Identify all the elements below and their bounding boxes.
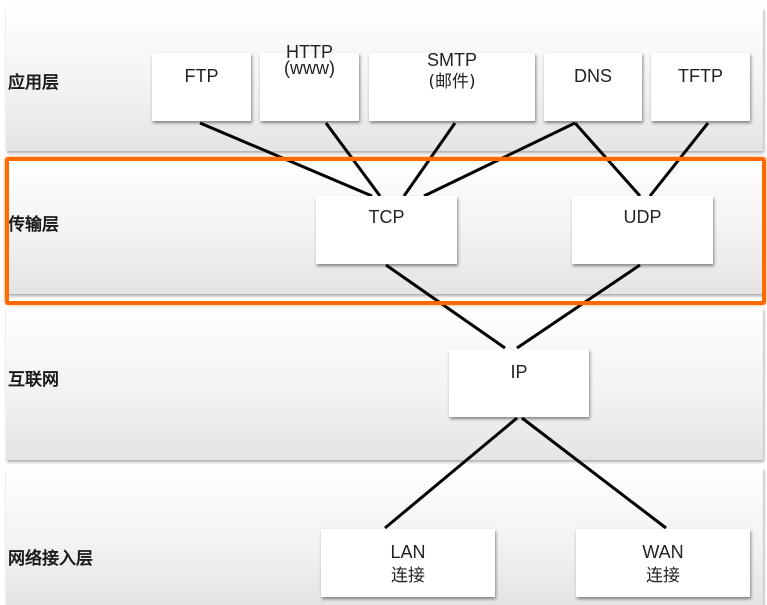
application-layer-label: 应用层 [8, 73, 59, 93]
smtp-label: SMTP [426, 50, 477, 70]
tftp-box: TFTP [651, 53, 750, 121]
udp-label: UDP [623, 207, 662, 227]
http-label: HTTP [286, 42, 333, 62]
dns-udp-line [573, 122, 642, 197]
dns-box: DNS [544, 53, 642, 121]
udp-ip-line [516, 263, 641, 350]
smtp-mail-label: (邮件) [428, 72, 476, 92]
internet-layer-label: 互联网 [8, 370, 59, 390]
ftp-tcp-line [199, 121, 373, 198]
network-access-layer-label: 网络接入层 [8, 549, 93, 569]
lan-connection-label: 连接 [391, 566, 425, 586]
ip-label: IP [510, 362, 528, 382]
tftp-udp-line [648, 122, 710, 197]
udp-box: UDP [572, 196, 713, 264]
tcp-label: TCP [368, 207, 405, 227]
lan-box: LAN 连接 [321, 529, 495, 597]
transport-layer-label: 传输层 [8, 215, 59, 235]
http-tcp-line [324, 122, 382, 197]
wan-label: WAN [642, 542, 684, 562]
dns-label: DNS [573, 66, 612, 86]
ip-wan-line [521, 416, 667, 530]
internet-layer-band [6, 308, 763, 460]
tftp-label: TFTP [678, 66, 723, 86]
tcp-box: TCP [316, 196, 457, 264]
lan-label: LAN [390, 542, 426, 562]
smtp-box: SMTP (邮件) [369, 50, 535, 121]
tcp-ip-line [385, 263, 506, 350]
wan-box: WAN 连接 [576, 529, 750, 597]
wan-connection-label: 连接 [646, 566, 680, 586]
ftp-label: FTP [184, 66, 219, 86]
http-www-label: (www) [284, 58, 335, 78]
ftp-box: FTP [152, 53, 251, 121]
http-box: HTTP (www) [260, 42, 359, 121]
ip-lan-line [384, 416, 518, 530]
ip-box: IP [449, 349, 589, 417]
